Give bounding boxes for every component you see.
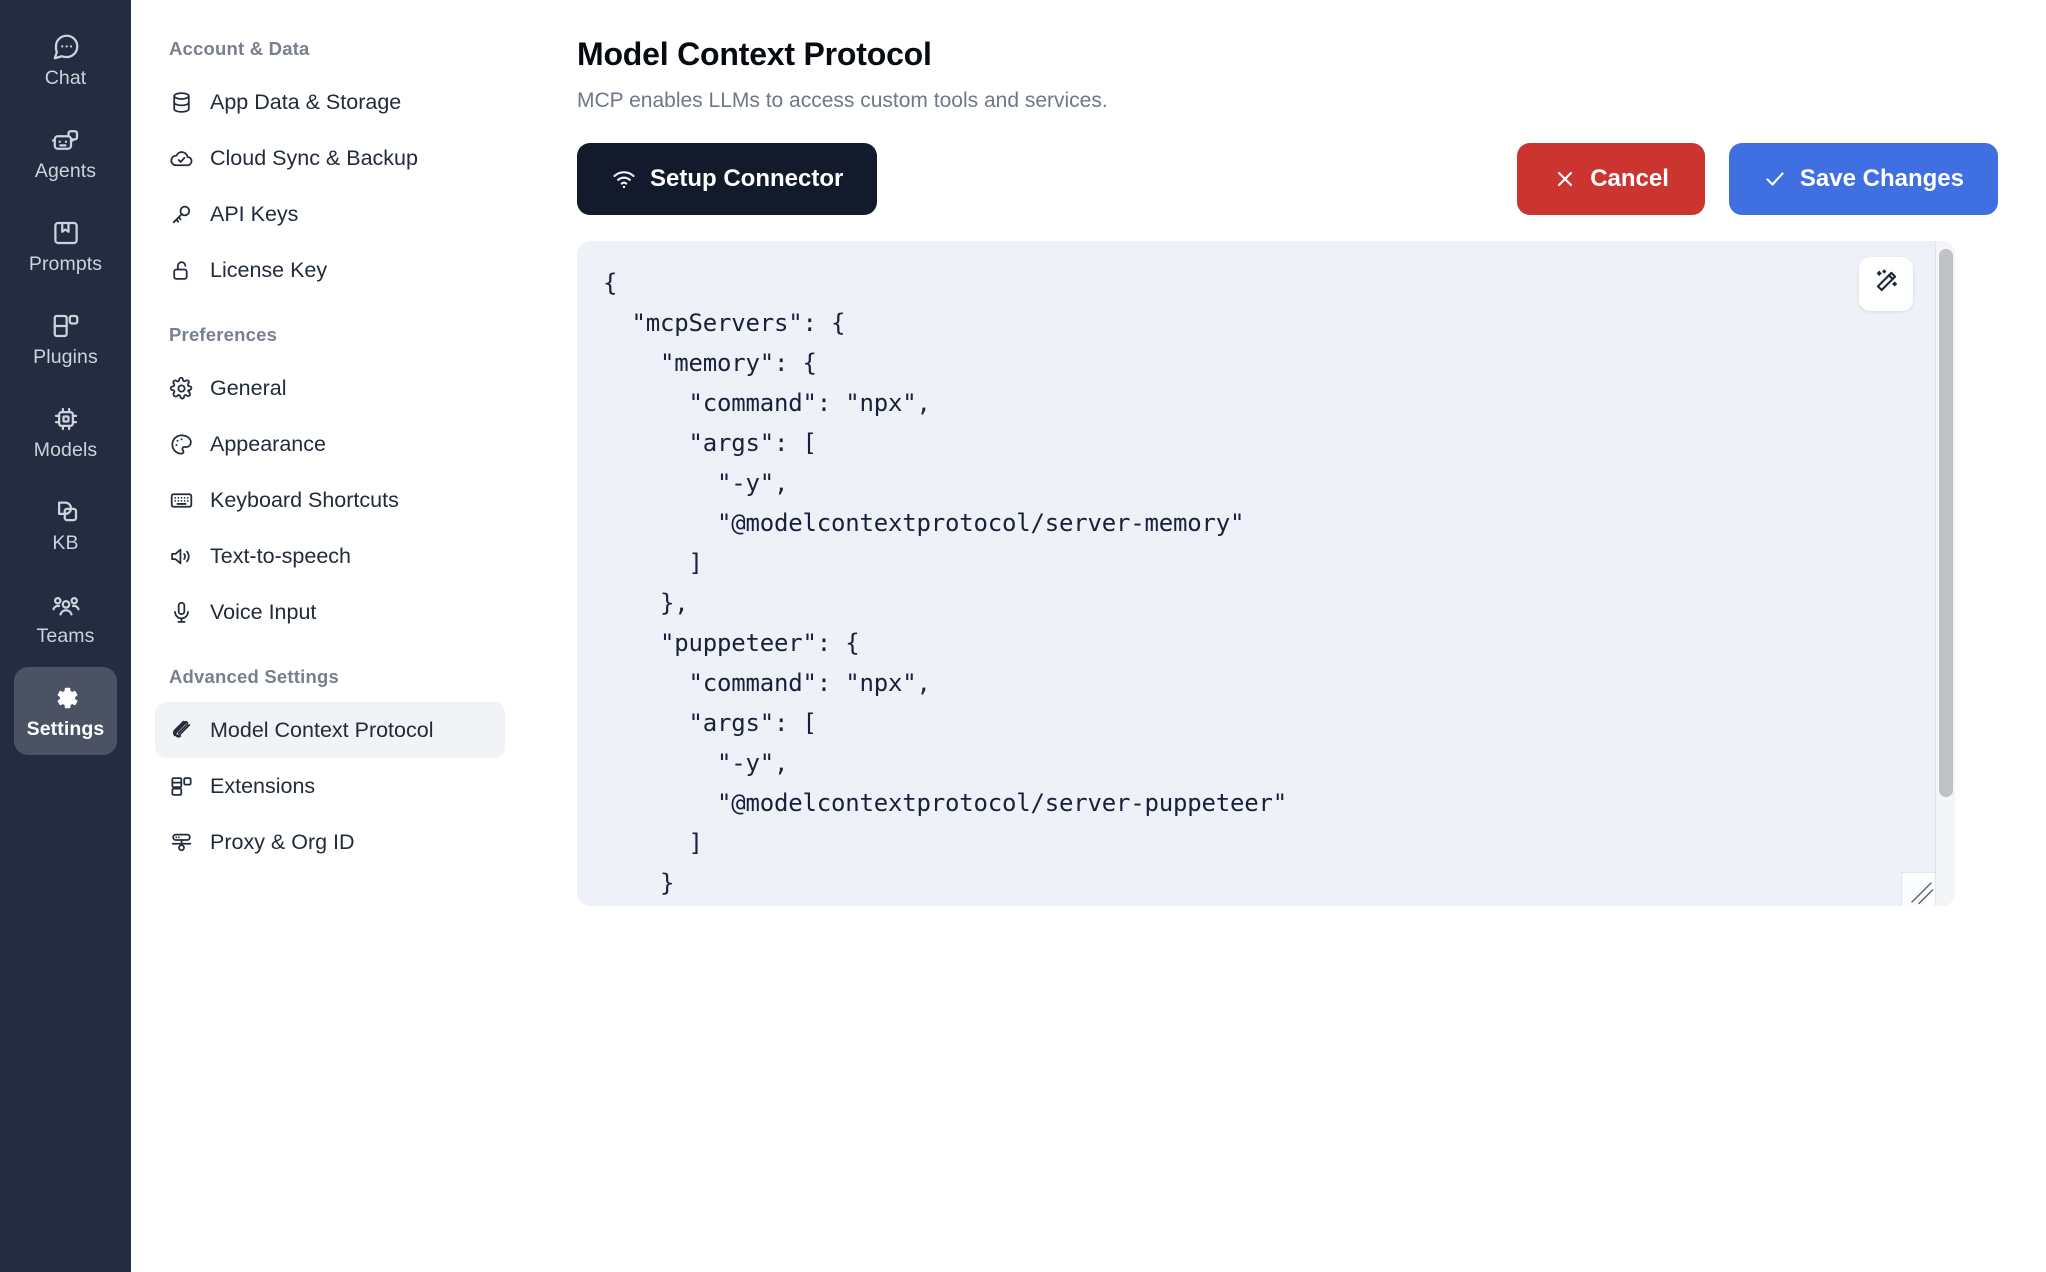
nav-item-label: Text-to-speech: [210, 543, 352, 568]
microphone-icon: [169, 600, 194, 625]
nav-item-label: API Keys: [210, 201, 299, 226]
nav-item-text-to-speech[interactable]: Text-to-speech: [155, 528, 505, 584]
unlock-icon: [169, 258, 194, 283]
rail-item-teams[interactable]: Teams: [14, 574, 117, 662]
rail-item-label: Agents: [34, 159, 97, 182]
keyboard-icon: [169, 488, 194, 513]
chip-icon: [51, 404, 81, 434]
nav-item-label: Model Context Protocol: [210, 717, 434, 742]
nav-item-label: License Key: [210, 257, 328, 282]
rail-item-label: Teams: [36, 624, 95, 647]
speaker-icon: [169, 544, 194, 569]
nav-item-model-context-protocol[interactable]: Model Context Protocol: [155, 702, 505, 758]
main-content: Model Context Protocol MCP enables LLMs …: [529, 0, 2046, 1272]
editor-resize-handle[interactable]: [1901, 872, 1935, 906]
setup-connector-label: Setup Connector: [650, 165, 844, 192]
rail-item-label: Models: [33, 438, 98, 461]
rail-item-label: Plugins: [33, 345, 98, 368]
nav-item-label: Keyboard Shortcuts: [210, 487, 399, 512]
rail-item-label: Prompts: [28, 252, 103, 275]
nav-item-extensions[interactable]: Extensions: [155, 758, 505, 814]
chat-bubble-icon: [51, 32, 81, 62]
mcp-config-editor[interactable]: { "mcpServers": { "memory": { "command":…: [577, 241, 1955, 906]
save-changes-button[interactable]: Save Changes: [1728, 143, 1998, 215]
nav-item-label: Appearance: [210, 431, 326, 456]
editor-scrollbar-track[interactable]: [1935, 241, 1955, 906]
nav-item-proxy-org-id[interactable]: Proxy & Org ID: [155, 814, 505, 870]
rail-item-agents[interactable]: Agents: [14, 109, 117, 197]
nav-item-app-data-storage[interactable]: App Data & Storage: [155, 74, 505, 130]
rail-item-plugins[interactable]: Plugins: [14, 295, 117, 383]
rail-item-kb[interactable]: KB: [14, 481, 117, 569]
nav-item-keyboard-shortcuts[interactable]: Keyboard Shortcuts: [155, 472, 505, 528]
magic-wand-button[interactable]: [1859, 257, 1913, 311]
nav-item-label: Proxy & Org ID: [210, 829, 355, 854]
book-icon: [51, 218, 81, 248]
page-subtitle: MCP enables LLMs to access custom tools …: [577, 89, 1108, 112]
nav-item-label: Extensions: [210, 773, 316, 798]
robot-icon: [51, 125, 81, 155]
database-icon: [169, 90, 194, 115]
nav-item-api-keys[interactable]: API Keys: [155, 186, 505, 242]
action-button-row: Setup Connector Cancel Save Changes: [577, 143, 1998, 215]
close-icon: [1553, 167, 1577, 191]
rail-item-prompts[interactable]: Prompts: [14, 202, 117, 290]
rail-item-models[interactable]: Models: [14, 388, 117, 476]
nav-item-label: Cloud Sync & Backup: [210, 145, 418, 170]
puzzle-blocks-icon: [51, 311, 81, 341]
mcp-config-code[interactable]: { "mcpServers": { "memory": { "command":…: [603, 269, 1287, 897]
cancel-button[interactable]: Cancel: [1517, 143, 1705, 215]
nav-item-license-key[interactable]: License Key: [155, 242, 505, 298]
nav-item-general[interactable]: General: [155, 360, 505, 416]
rail-item-label: Chat: [44, 66, 87, 89]
nav-item-voice-input[interactable]: Voice Input: [155, 584, 505, 640]
nav-group-title-account: Account & Data: [169, 38, 310, 59]
blocks-icon: [169, 774, 194, 799]
save-changes-label: Save Changes: [1799, 165, 1964, 192]
nav-group-title-preferences: Preferences: [169, 324, 278, 345]
cloud-check-icon: [169, 146, 194, 171]
wifi-icon: [611, 166, 637, 192]
cancel-label: Cancel: [1590, 165, 1669, 192]
users-icon: [51, 590, 81, 620]
nav-group-title-advanced: Advanced Settings: [169, 666, 339, 687]
gear-icon: [51, 683, 81, 713]
settings-nav: Account & Data App Data & Storage Cloud …: [131, 0, 529, 1272]
layers-icon: [51, 497, 81, 527]
page-title: Model Context Protocol: [577, 36, 932, 72]
rail-item-chat[interactable]: Chat: [14, 16, 117, 104]
nav-item-label: General: [210, 375, 287, 400]
paperclips-icon: [169, 718, 194, 743]
editor-scrollbar-thumb[interactable]: [1939, 249, 1953, 797]
key-icon: [169, 202, 194, 227]
nav-item-cloud-sync-backup[interactable]: Cloud Sync & Backup: [155, 130, 505, 186]
nav-item-label: Voice Input: [210, 599, 317, 624]
rail-item-settings[interactable]: Settings: [14, 667, 117, 755]
nav-item-label: App Data & Storage: [210, 89, 402, 114]
magic-wand-icon: [1872, 268, 1900, 301]
rail-item-label: Settings: [26, 717, 105, 740]
server-node-icon: [169, 830, 194, 855]
check-icon: [1763, 167, 1787, 191]
rail-item-label: KB: [52, 531, 79, 554]
gear-icon: [169, 376, 194, 401]
nav-item-appearance[interactable]: Appearance: [155, 416, 505, 472]
primary-rail: Chat Agents Pr: [0, 0, 131, 1272]
palette-icon: [169, 432, 194, 457]
setup-connector-button[interactable]: Setup Connector: [577, 143, 878, 215]
